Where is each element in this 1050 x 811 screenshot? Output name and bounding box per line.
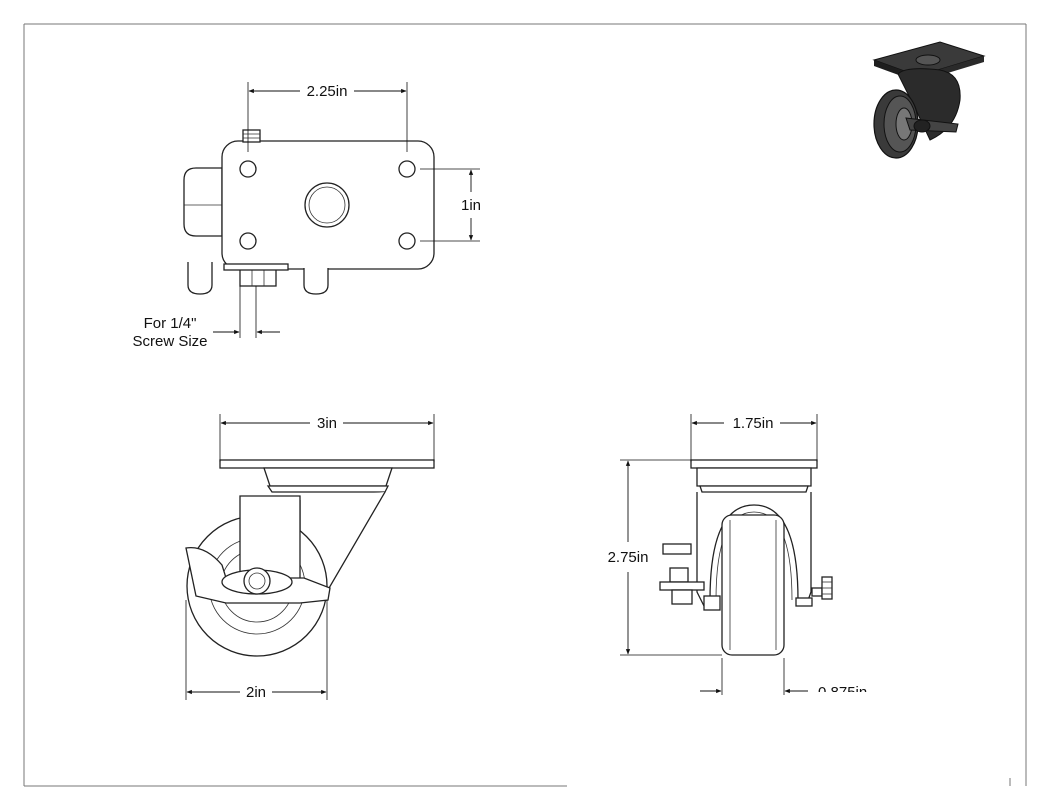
dim-label-1-75in: 1.75in	[733, 415, 774, 432]
side-view	[185, 459, 435, 657]
dim-label-1in: 1in	[461, 197, 481, 214]
dimension-3in: 3in	[219, 414, 435, 462]
dimension-2-25in: 2.25in	[247, 82, 408, 152]
screw-note-line1: For 1/4"	[144, 315, 197, 332]
dim-label-2-25in: 2.25in	[307, 83, 348, 100]
screw-size-note: For 1/4" Screw Size	[132, 286, 280, 350]
dim-label-0-875in: 0.875in	[818, 684, 867, 701]
dim-label-2in: 2in	[246, 684, 266, 701]
dimension-0-875in: 0.875in	[700, 658, 867, 701]
dim-label-3in: 3in	[317, 415, 337, 432]
front-view	[659, 459, 833, 656]
dimension-2-75in: 2.75in	[608, 459, 722, 656]
wheel-front	[721, 514, 785, 656]
dim-label-2-75in: 2.75in	[608, 549, 649, 566]
dimension-1-75in: 1.75in	[690, 414, 818, 462]
isometric-caster-image	[872, 41, 986, 159]
top-view	[183, 129, 435, 295]
sheet-border	[23, 23, 1027, 787]
screw-note-line2: Screw Size	[132, 333, 207, 350]
dimension-2in: 2in	[185, 600, 328, 701]
bolt-hole	[398, 232, 416, 250]
bolt-hole	[239, 232, 257, 250]
bolt-hole	[239, 160, 257, 178]
dimension-1in: 1in	[420, 168, 481, 242]
bolt-hole	[398, 160, 416, 178]
